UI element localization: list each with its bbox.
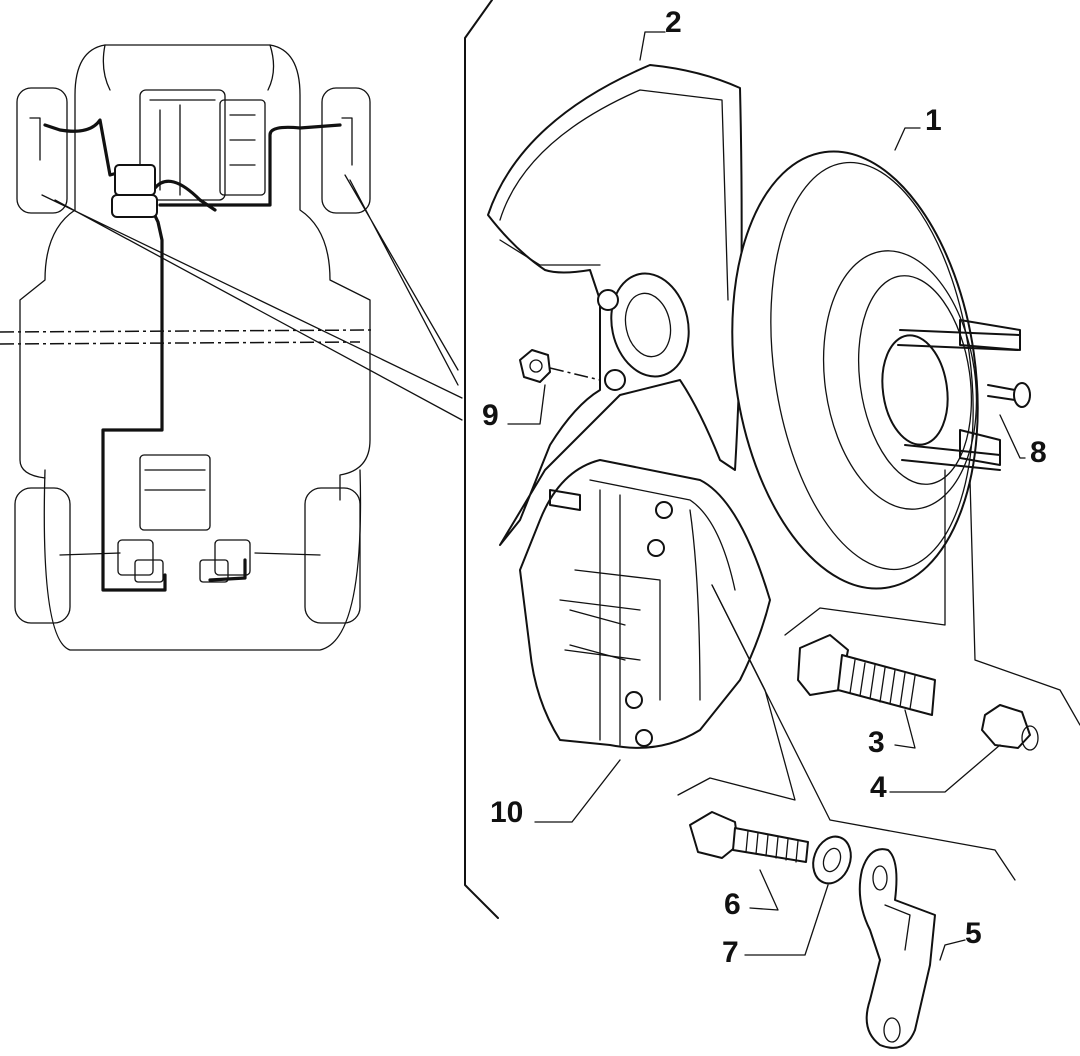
separator-bracket [464,0,499,919]
callout-10: 10 [490,796,523,829]
callout-2: 2 [665,6,682,39]
callout-labels: 1 2 3 4 5 6 7 8 9 10 [482,6,1047,969]
nut-part [519,349,601,383]
brake-disc-part [731,150,1021,590]
locking-nut-part [981,704,1039,751]
callout-3: 3 [868,726,885,759]
callout-4: 4 [870,771,887,804]
callout-9: 9 [482,399,499,432]
screw-part [987,382,1031,408]
leader-lines [507,31,1080,961]
callout-5: 5 [965,917,982,950]
bracket-bolt-part [689,811,809,863]
callout-1: 1 [925,104,942,137]
caliper-bolt-part [797,634,936,716]
washer-part [812,835,852,885]
brake-caliper-part [519,459,771,749]
callout-8: 8 [1030,436,1047,469]
mounting-bracket-part [858,848,936,1049]
vehicle-brake-circuit-overview [0,44,463,651]
dust-shield-part [487,64,743,546]
callout-7: 7 [722,936,739,969]
callout-6: 6 [724,888,741,921]
